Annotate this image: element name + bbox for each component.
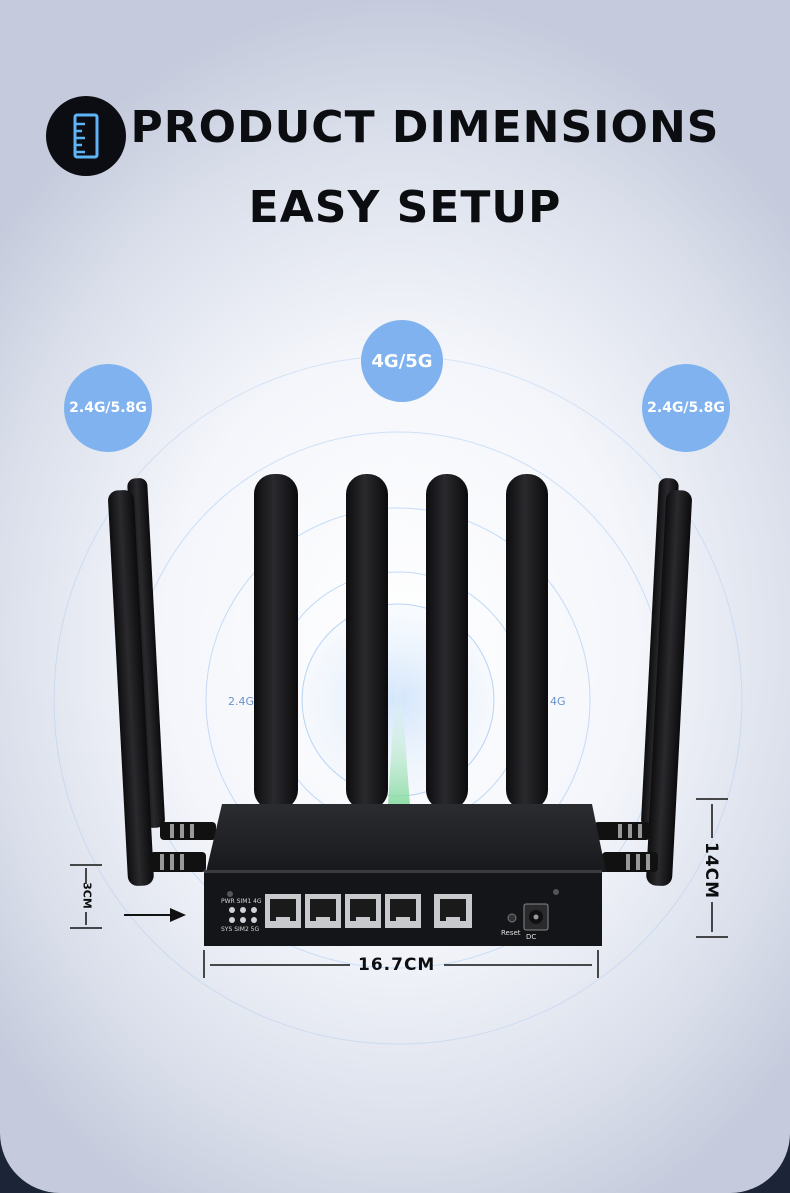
depth-dimension-line [70, 864, 102, 929]
width-dimension: 16.7CM [358, 955, 436, 975]
width-dimension-line [203, 950, 599, 978]
antenna-left-pair [108, 478, 216, 886]
inner-band-left: 2.4G [228, 695, 255, 708]
inner-band-right: 4G [550, 695, 566, 708]
ruler-icon [46, 96, 126, 176]
page-title: PRODUCT DIMENSIONS [130, 102, 720, 153]
arrow-icon [124, 908, 186, 922]
antenna-right-pair [594, 478, 692, 886]
ethernet-ports [265, 894, 472, 928]
led-label-bottom: SYS SIM2 5G [221, 926, 260, 933]
height-dimension: 14CM [701, 842, 721, 900]
reset-label: Reset [501, 929, 521, 937]
led-label-top: PWR SIM1 4G [221, 898, 262, 905]
band-bubble-left: 2.4G/5.8G [64, 364, 152, 452]
page-subtitle: EASY SETUP [248, 182, 562, 233]
depth-dimension: 3CM [80, 882, 94, 909]
dc-jack [523, 903, 549, 931]
band-bubble-right: 2.4G/5.8G [642, 364, 730, 452]
antenna-top-row [254, 474, 548, 810]
band-bubble-top: 4G/5G [361, 320, 443, 402]
signal-beam [388, 672, 410, 805]
height-dimension-line [696, 798, 728, 938]
dc-label: DC [526, 933, 537, 941]
reset-hole [507, 913, 517, 923]
led-indicators [229, 907, 257, 923]
